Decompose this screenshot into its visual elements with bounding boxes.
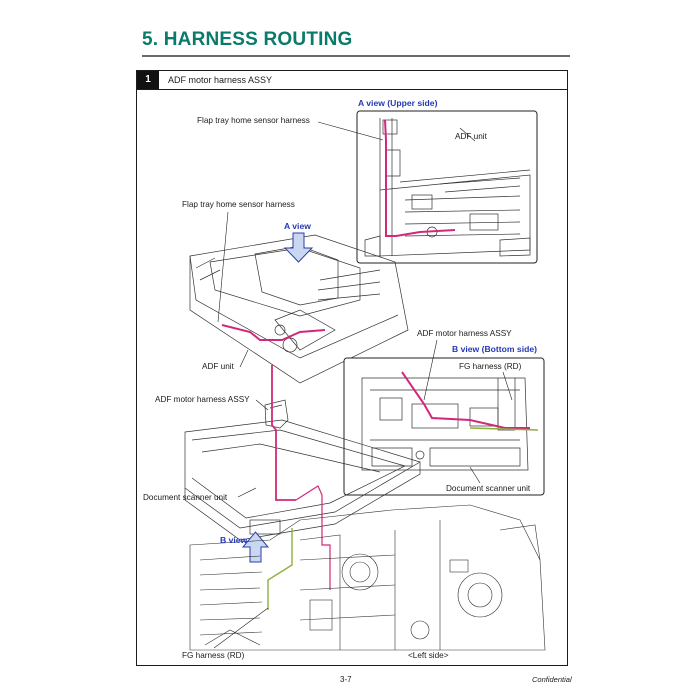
- b-view-bottom-label: B view (Bottom side): [452, 344, 537, 354]
- a-view-upper-label: A view (Upper side): [358, 98, 438, 108]
- b-view-arrow: [241, 531, 270, 563]
- step-number: 1: [137, 71, 159, 89]
- section-title: 5. HARNESS ROUTING: [142, 29, 353, 50]
- flap-tray-sensor-label-top: Flap tray home sensor harness: [197, 116, 310, 125]
- machine-body-drawing: [189, 504, 546, 651]
- title-rule: [142, 55, 570, 57]
- fg-harness-label-top: FG harness (RD): [459, 362, 522, 371]
- a-view-inset-frame: [356, 110, 538, 264]
- page-number: 3-7: [340, 675, 352, 684]
- document-scanner-drawing: [184, 419, 421, 541]
- fg-harness-label-bottom: FG harness (RD): [182, 651, 245, 660]
- step-header-divider: [137, 89, 567, 90]
- step-title: ADF motor harness ASSY: [168, 75, 273, 85]
- a-view-label: A view: [284, 221, 311, 231]
- adf-unit-drawing: [189, 234, 409, 384]
- adf-unit-label-top: ADF unit: [455, 132, 487, 141]
- b-view-inset-drawing: [361, 377, 529, 471]
- b-view-label: B view: [220, 535, 248, 545]
- adf-unit-harness: [221, 324, 326, 341]
- adf-motor-harness-label-right: ADF motor harness ASSY: [417, 329, 512, 338]
- document-scanner-label-left: Document scanner unit: [143, 493, 228, 502]
- flap-tray-sensor-label-main: Flap tray home sensor harness: [182, 200, 295, 209]
- adf-unit-label-main: ADF unit: [202, 362, 234, 371]
- a-view-inset-drawing: [364, 118, 531, 257]
- main-harness-route: [271, 365, 296, 501]
- figure-frame: [136, 70, 568, 666]
- adf-motor-harness-label-left: ADF motor harness ASSY: [155, 395, 250, 404]
- a-view-harness: [384, 119, 456, 237]
- confidential-label: Confidential: [532, 675, 572, 684]
- main-harness-route-lower: [295, 485, 331, 590]
- left-side-label: <Left side>: [408, 651, 449, 660]
- a-view-arrow: [283, 232, 314, 263]
- b-view-fg-harness: [469, 427, 539, 431]
- b-view-harness: [401, 371, 530, 429]
- b-view-inset-frame: [343, 357, 545, 496]
- fg-harness-route: [267, 528, 293, 610]
- document-scanner-label-right: Document scanner unit: [446, 484, 531, 493]
- adf-motor-harness-part: [264, 399, 289, 429]
